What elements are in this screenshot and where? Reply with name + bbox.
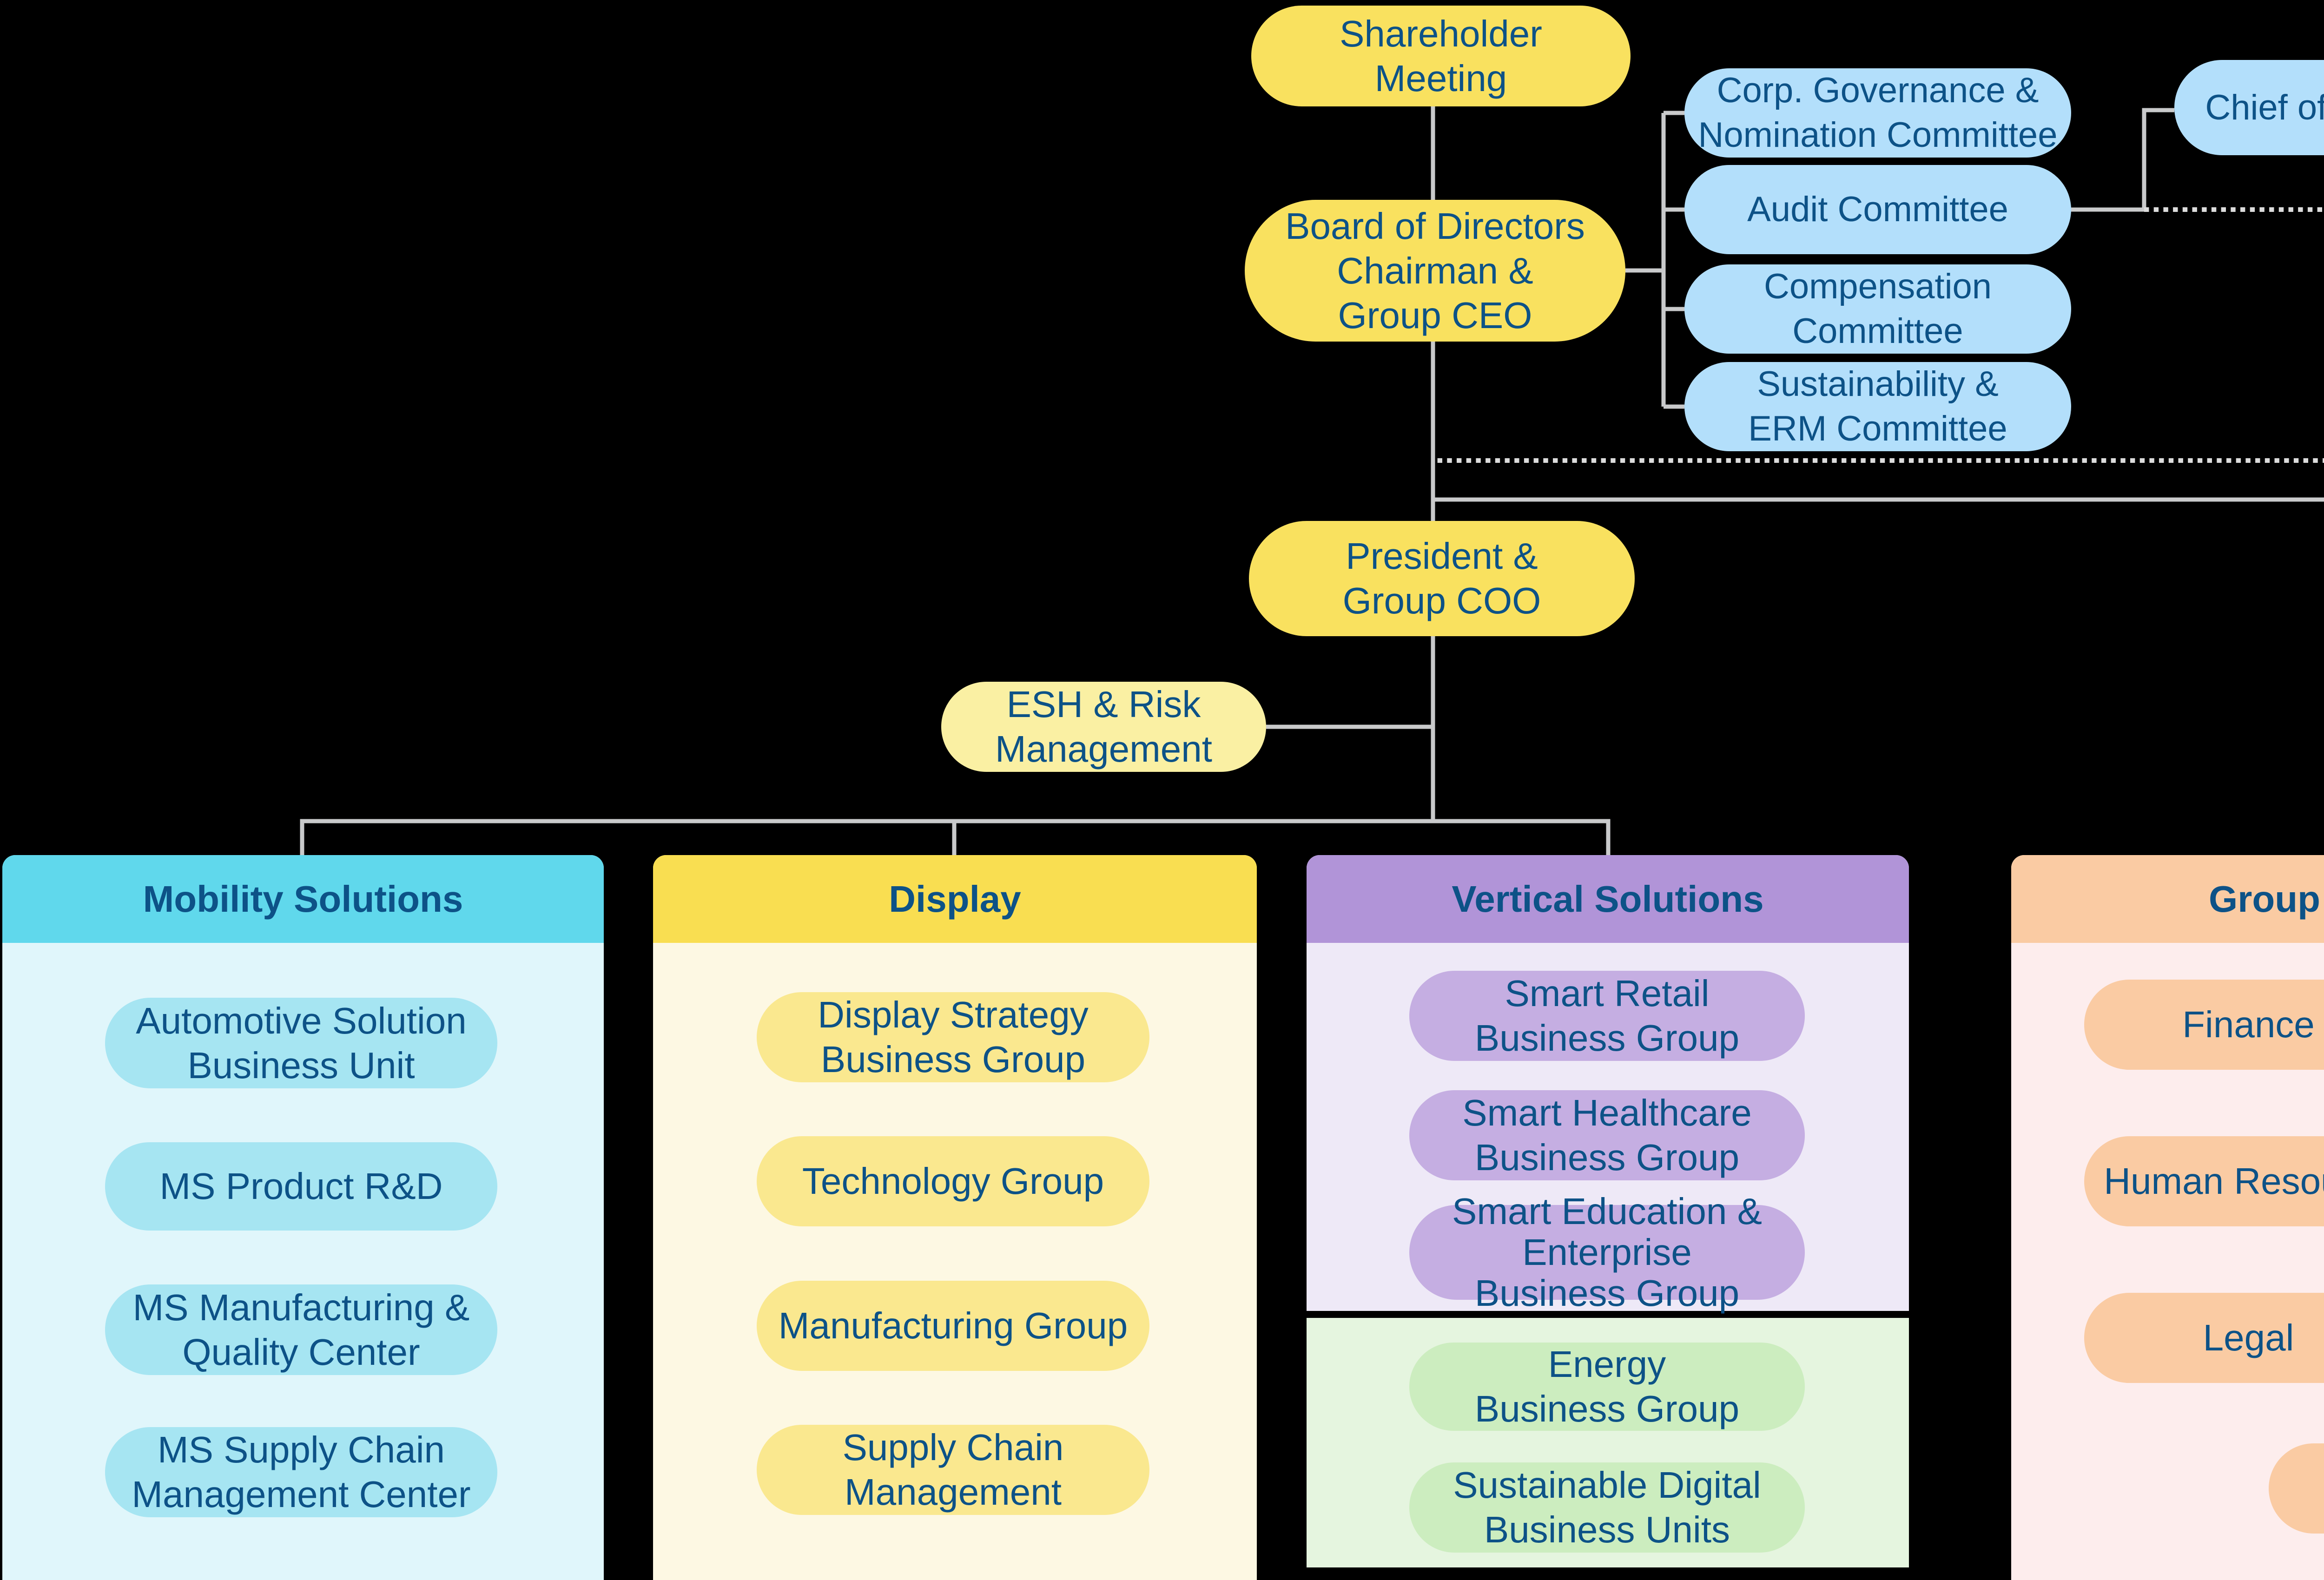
node-audit-committee: Audit Committee [1684, 165, 2071, 254]
pill-display-strategy-business-group: Display Strategy Business Group [757, 992, 1149, 1082]
node-corp-governance-nomination-committee: Corp. Governance & Nomination Committee [1684, 68, 2071, 158]
pill-ms-supply-chain-management-center: MS Supply Chain Management Center [105, 1427, 497, 1517]
panel-mobility-solutions-header: Mobility Solutions [2, 855, 604, 943]
pill-smart-education-enterprise-business-group: Smart Education & Enterprise Business Gr… [1409, 1191, 1805, 1314]
pill-ms-product-rd: MS Product R&D [105, 1142, 497, 1231]
node-sustainability-erm-committee: Sustainability & ERM Committee [1684, 362, 2071, 451]
line-audit-to-chief-of-compliance [2071, 108, 2174, 212]
pill-ms-manufacturing-quality-center: MS Manufacturing & Quality Center [105, 1284, 497, 1375]
line-main-to-group-infrastructure [1433, 497, 2324, 502]
pill-sustainable-digital-business-units: Sustainable Digital Business Units [1409, 1462, 1805, 1553]
pill-manufacturing-group: Manufacturing Group [757, 1281, 1149, 1371]
pill-human-resource: Human Resource [2084, 1136, 2324, 1226]
panel-display-header: Display [653, 855, 1257, 943]
node-compensation-committee: Compensation Committee [1684, 264, 2071, 354]
pill-smart-retail-business-group: Smart Retail Business Group [1409, 971, 1805, 1061]
pill-legal: Legal [2084, 1293, 2324, 1383]
node-shareholder-meeting: Shareholder Meeting [1251, 6, 1631, 106]
pill-finance: Finance [2084, 980, 2324, 1070]
pill-smart-healthcare-business-group: Smart Healthcare Business Group [1409, 1090, 1805, 1180]
pill-technology-group: Technology Group [757, 1136, 1149, 1226]
pill-energy-business-group: Energy Business Group [1409, 1343, 1805, 1431]
pill-supply-chain-management: Supply Chain Management [757, 1425, 1149, 1515]
node-board-of-directors: Board of Directors Chairman & Group CEO [1245, 200, 1625, 342]
pill-automotive-solution-business-unit: Automotive Solution Business Unit [105, 998, 497, 1088]
node-chief-of-compliance: Chief of Compliance [2174, 60, 2324, 155]
panel-vertical-solutions-header: Vertical Solutions [1307, 855, 1909, 943]
node-president-group-coo: President & Group COO [1249, 521, 1635, 636]
node-esh-risk-management: ESH & Risk Management [941, 682, 1266, 772]
panel-group-infrastructure-unit-header: Group Infrastructure Unit [2011, 855, 2324, 943]
